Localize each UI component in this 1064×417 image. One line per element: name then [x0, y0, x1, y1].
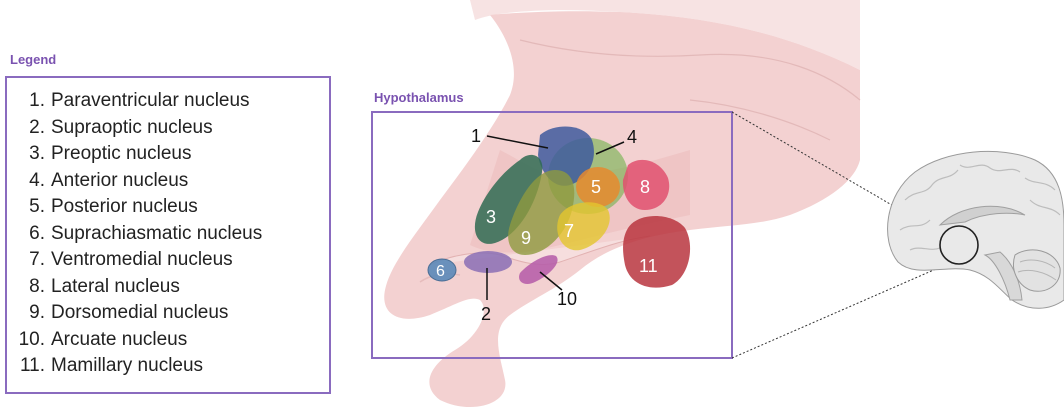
brain-sagittal-icon	[888, 151, 1064, 308]
label-10: 10	[557, 289, 577, 309]
zoom-line-bottom	[732, 262, 952, 358]
label-6: 6	[436, 263, 445, 280]
label-11: 11	[639, 256, 658, 276]
hypothalamus-title: Hypothalamus	[374, 90, 464, 105]
label-2: 2	[481, 304, 491, 324]
label-9: 9	[521, 228, 531, 248]
label-8: 8	[640, 177, 650, 197]
supraoptic-nucleus	[464, 251, 512, 273]
label-5: 5	[591, 177, 601, 197]
label-1: 1	[471, 126, 481, 146]
label-4: 4	[627, 127, 637, 147]
label-3: 3	[486, 207, 496, 227]
brain-tissue	[384, 0, 860, 407]
label-7: 7	[564, 221, 574, 241]
mamillary-nucleus	[623, 216, 690, 288]
